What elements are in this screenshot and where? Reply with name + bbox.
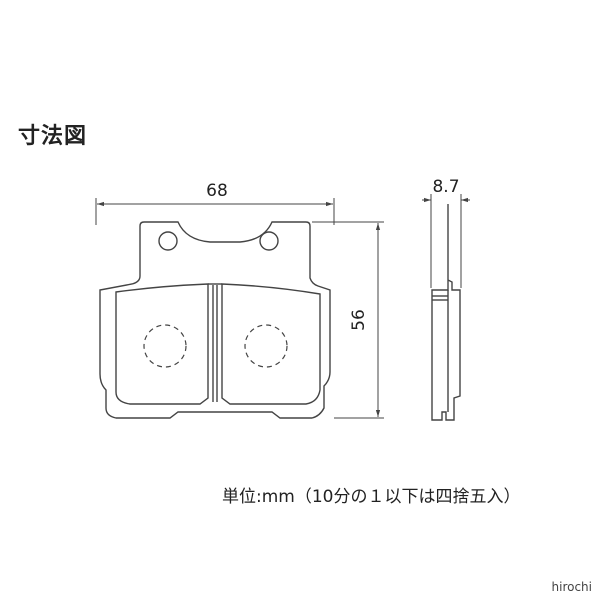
page-title: 寸法図 [18, 124, 88, 149]
thickness-dimension [422, 194, 470, 288]
mounting-hole-right [259, 231, 279, 251]
friction-pad-right [221, 283, 321, 405]
pad-side-view [431, 204, 461, 421]
pad-front-view [99, 221, 331, 419]
mounting-hole-left [158, 231, 178, 251]
backing-plate-outline [99, 221, 331, 419]
width-dimension [95, 198, 335, 225]
piston-circle-right [244, 324, 288, 368]
width-label: 68 [206, 181, 228, 201]
unit-note: 単位:mm（10分の１以下は四捨五入） [222, 487, 521, 507]
thickness-label: 8.7 [432, 177, 459, 197]
height-label: 56 [349, 309, 369, 331]
height-dimension [312, 221, 384, 419]
piston-circle-left [143, 324, 187, 368]
watermark: hirochi [551, 580, 593, 594]
friction-pad-left [115, 283, 209, 405]
